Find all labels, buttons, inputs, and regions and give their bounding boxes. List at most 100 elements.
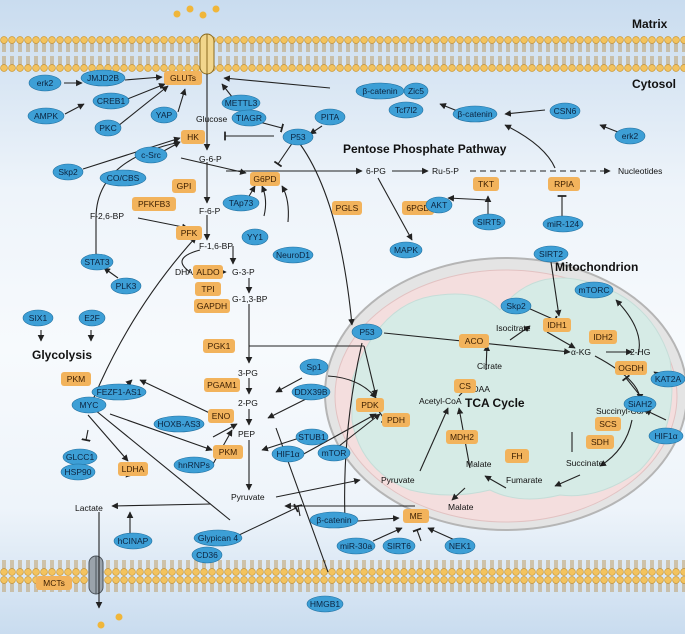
regulator-nek1: NEK1 bbox=[444, 537, 476, 555]
regulator-hsp90: HSP90 bbox=[60, 463, 96, 481]
enzyme-label: CS bbox=[459, 381, 471, 391]
oaa-label: OAA bbox=[472, 384, 490, 394]
enzyme-label: GLUTs bbox=[170, 73, 196, 83]
enzyme-rpia: RPIA bbox=[548, 177, 580, 191]
pg3-label: 3-PG bbox=[238, 368, 258, 378]
regulator-label: Skp2 bbox=[58, 167, 78, 177]
enzyme-label: SDH bbox=[591, 437, 609, 447]
regulator-tiagr: TIAGR bbox=[231, 109, 267, 127]
regulator-stub1: STUB1 bbox=[295, 428, 329, 446]
cytosol-label: Cytosol bbox=[632, 77, 676, 91]
regulator-label: STAT3 bbox=[84, 257, 109, 267]
enzyme-label: LDHA bbox=[122, 464, 145, 474]
regulator-label: HOXB-AS3 bbox=[158, 419, 201, 429]
regulator-erk2-b: erk2 bbox=[614, 127, 646, 145]
enzyme-scs: SCS bbox=[595, 417, 621, 431]
regulator-mtorc: mTORC bbox=[574, 281, 614, 299]
regulator-mapk: MAPK bbox=[389, 241, 423, 259]
regulator-mettl3: METTL3 bbox=[221, 94, 261, 112]
enzyme-label: OGDH bbox=[618, 363, 644, 373]
enzyme-pgls: PGLS bbox=[332, 201, 362, 215]
regulator-glypican: Glypican 4 bbox=[193, 529, 243, 547]
regulator-label: HIF1α bbox=[276, 449, 299, 459]
enzyme-pfk: PFK bbox=[176, 226, 202, 240]
regulator-six1: SIX1 bbox=[22, 309, 54, 327]
regulator-skp2: Skp2 bbox=[52, 163, 84, 181]
enzyme-pkm: PKM bbox=[213, 445, 243, 459]
enzyme-pdk: PDK bbox=[356, 398, 384, 412]
regulator-label: P53 bbox=[359, 327, 374, 337]
regulator-stat3: STAT3 bbox=[80, 253, 114, 271]
regulator-label: MYC bbox=[80, 400, 99, 410]
regulator-label: SIRT2 bbox=[539, 249, 563, 259]
pg2-label: 2-PG bbox=[238, 398, 258, 408]
regulator-mtor: mTOR bbox=[317, 444, 351, 462]
pyruvate-label: Pyruvate bbox=[231, 492, 265, 502]
regulator-label: hnRNPs bbox=[178, 460, 210, 470]
enzyme-label: PKM bbox=[219, 447, 237, 457]
matrix-label: Matrix bbox=[632, 17, 668, 31]
regulator-csrc: c-Src bbox=[134, 146, 168, 164]
regulator-label: YY1 bbox=[247, 232, 263, 242]
enzyme-gpi: GPI bbox=[172, 179, 196, 193]
regulator-hif1a: HIF1α bbox=[271, 445, 305, 463]
regulator-label: TAp73 bbox=[229, 198, 254, 208]
regulator-pita: PITA bbox=[314, 108, 346, 126]
regulator-label: hCINAP bbox=[118, 536, 149, 546]
regulator-label: PKC bbox=[99, 123, 116, 133]
regulator-label: JMJD2B bbox=[87, 73, 119, 83]
regulator-label: CO/CBS bbox=[107, 173, 140, 183]
regulator-label: c-Src bbox=[141, 150, 162, 160]
enzyme-label: TPI bbox=[201, 284, 214, 294]
ru5p-label: Ru-5-P bbox=[432, 166, 459, 176]
enzyme-label: SCS bbox=[599, 419, 617, 429]
regulator-siah2: SiAH2 bbox=[623, 395, 657, 413]
nucleotides-label: Nucleotides bbox=[618, 166, 662, 176]
regulator-label: Tcf7l2 bbox=[395, 105, 417, 115]
regulator-label: PITA bbox=[321, 112, 340, 122]
f16bp-label: F-1,6-BP bbox=[199, 241, 233, 251]
regulator-label: erk2 bbox=[37, 78, 54, 88]
regulator-label: GLCC1 bbox=[66, 452, 95, 462]
regulator-pkc: PKC bbox=[94, 119, 122, 137]
pyruvate-mito-label: Pyruvate bbox=[381, 475, 415, 485]
regulator-label: SiAH2 bbox=[628, 399, 652, 409]
regulator-label: YAP bbox=[156, 110, 173, 120]
regulator-hnrnps: hnRNPs bbox=[173, 456, 215, 474]
regulator-label: CSN6 bbox=[554, 106, 577, 116]
acetylcoa-label: Acetyl-CoA bbox=[419, 396, 462, 406]
regulator-label: NEK1 bbox=[449, 541, 471, 551]
enzyme-label: MDH2 bbox=[450, 432, 474, 442]
mitochondrion-title: Mitochondrion bbox=[555, 260, 638, 274]
regulator-cd36: CD36 bbox=[191, 546, 223, 564]
regulator-tcf7l2: Tcf7l2 bbox=[388, 101, 424, 119]
enzyme-mdh2: MDH2 bbox=[446, 430, 478, 444]
akg-label: α-KG bbox=[571, 347, 591, 357]
enzyme-label: RPIA bbox=[554, 179, 574, 189]
regulator-label: DDX39B bbox=[294, 387, 327, 397]
regulator-mir124: miR-124 bbox=[542, 215, 584, 233]
glucose-label: Glucose bbox=[196, 114, 227, 124]
regulator-sp1: Sp1 bbox=[299, 358, 329, 376]
regulator-plk3: PLK3 bbox=[110, 277, 142, 295]
regulator-yy1: YY1 bbox=[241, 228, 269, 246]
malate-cyto-label: Malate bbox=[448, 502, 474, 512]
enzyme-label: PGLS bbox=[336, 203, 359, 213]
regulator-label: SIRT6 bbox=[387, 541, 411, 551]
enzyme-label: 6PGD bbox=[406, 203, 429, 213]
regulator-label: METTL3 bbox=[225, 98, 258, 108]
g13bp-label: G-1,3-BP bbox=[232, 294, 268, 304]
regulator-hif1a-m: HIF1α bbox=[648, 427, 684, 445]
regulator-label: β-catenin bbox=[316, 515, 351, 525]
regulator-label: E2F bbox=[84, 313, 100, 323]
bottom-membrane bbox=[0, 556, 685, 592]
enzyme-idh2: IDH2 bbox=[589, 330, 617, 344]
regulator-p53-m: P53 bbox=[351, 323, 383, 341]
glut-channel-icon bbox=[199, 33, 215, 75]
enzyme-label: PKM bbox=[67, 374, 85, 384]
6pg-label: 6-PG bbox=[366, 166, 386, 176]
regulator-label: β-catenin bbox=[362, 86, 397, 96]
regulator-ampk: AMPK bbox=[27, 107, 65, 125]
